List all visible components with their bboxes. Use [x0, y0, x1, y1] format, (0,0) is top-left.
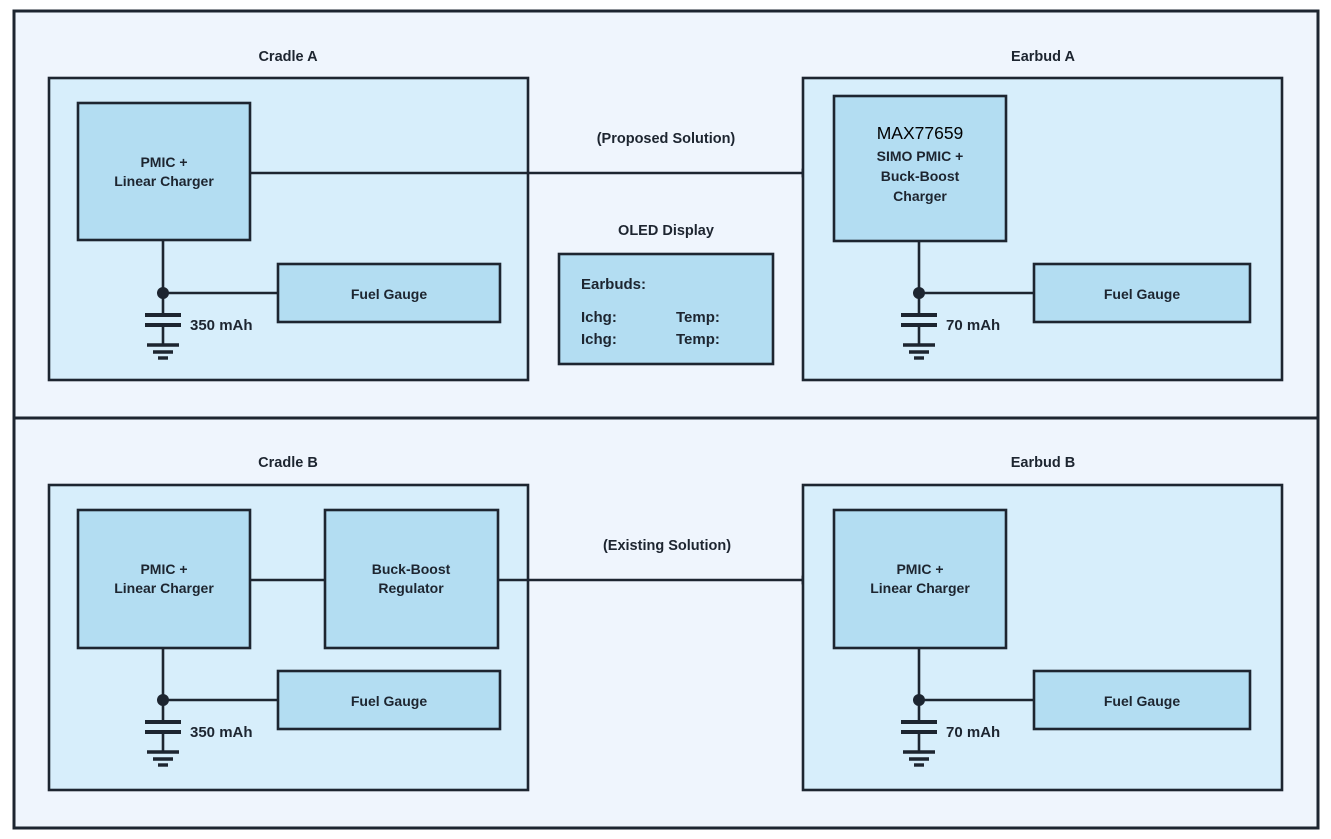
block-earbud-b-fuel-gauge — [1032, 669, 1252, 731]
battery-label-cradle-b: 350 mAh — [190, 724, 253, 741]
oled-line-2-right: Temp: — [676, 309, 720, 326]
block-earbud-a-max77659 — [832, 94, 1008, 243]
oled-line-3-right: Temp: — [676, 331, 720, 348]
block-cradle-a-fuel-gauge — [276, 262, 502, 324]
block-label-earbud-b-pmic-line2: Linear Charger — [870, 580, 970, 596]
connector-label-proposed-solution: (Proposed Solution) — [597, 131, 736, 147]
block-label-earbud-a-fuel-gauge: Fuel Gauge — [1104, 286, 1180, 302]
block-cradle-a-pmic — [76, 101, 252, 242]
block-label-earbud-b-pmic-line1: PMIC + — [896, 561, 943, 577]
block-label-cradle-b-fuel-gauge: Fuel Gauge — [351, 693, 427, 709]
oled-display-title: OLED Display — [618, 223, 714, 239]
block-label-max77659-line4: Charger — [893, 188, 947, 204]
panel-title-earbud-b: Earbud B — [1011, 455, 1075, 471]
block-label-earbud-b-fuel-gauge: Fuel Gauge — [1104, 693, 1180, 709]
oled-line-3-left: Ichg: — [581, 331, 617, 348]
connector-label-existing-solution: (Existing Solution) — [603, 538, 731, 554]
panel-title-cradle-a: Cradle A — [258, 49, 318, 65]
oled-display-box — [557, 252, 775, 366]
block-label-cradle-a-pmic-line2: Linear Charger — [114, 173, 214, 189]
oled-line-1-left: Earbuds: — [581, 276, 646, 293]
battery-label-earbud-a: 70 mAh — [946, 317, 1000, 334]
block-label-buck-boost-line2: Regulator — [378, 580, 444, 596]
oled-line-2-left: Ichg: — [581, 309, 617, 326]
panel-title-cradle-b: Cradle B — [258, 455, 318, 471]
block-cradle-b-buck-boost — [323, 508, 500, 650]
block-label-cradle-b-pmic-line1: PMIC + — [140, 561, 187, 577]
panel-title-earbud-a: Earbud A — [1011, 49, 1075, 65]
block-label-cradle-b-pmic-line2: Linear Charger — [114, 580, 214, 596]
battery-label-earbud-b: 70 mAh — [946, 724, 1000, 741]
block-label-max77659-line2: SIMO PMIC + — [877, 148, 964, 164]
block-label-cradle-a-pmic-line1: PMIC + — [140, 154, 187, 170]
block-cradle-b-pmic — [76, 508, 252, 650]
block-label-max77659-line3: Buck-Boost — [881, 168, 960, 184]
block-label-cradle-a-fuel-gauge: Fuel Gauge — [351, 286, 427, 302]
block-cradle-b-fuel-gauge — [276, 669, 502, 731]
block-label-buck-boost-line1: Buck-Boost — [372, 561, 451, 577]
block-earbud-a-fuel-gauge — [1032, 262, 1252, 324]
battery-label-cradle-a: 350 mAh — [190, 317, 253, 334]
block-label-max77659-part: MAX77659 — [877, 123, 964, 143]
block-earbud-b-pmic — [832, 508, 1008, 650]
